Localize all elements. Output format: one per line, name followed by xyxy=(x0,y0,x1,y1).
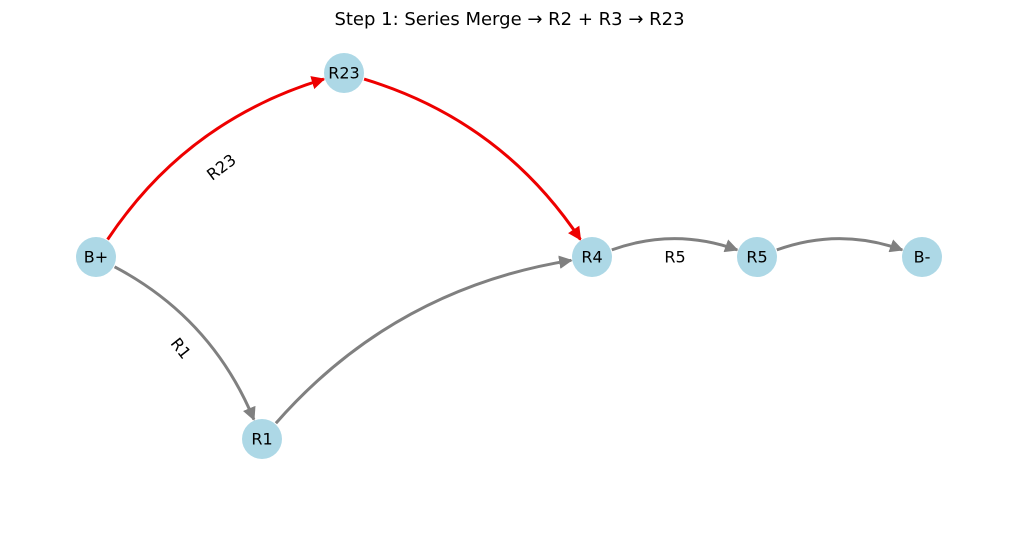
edge-bplus-to-r1 xyxy=(113,265,256,421)
node-bplus: B+ xyxy=(76,237,116,277)
edge-r5-to-bminus xyxy=(776,237,904,253)
edge-label-bplus-to-r23: R23 xyxy=(203,150,240,184)
node-circle-bplus xyxy=(76,237,116,277)
node-label-r23: R23 xyxy=(328,64,359,83)
edge-bplus-to-r23 xyxy=(106,76,326,241)
node-label-bplus: B+ xyxy=(84,248,108,267)
node-circle-r23 xyxy=(324,53,364,93)
node-circle-r5 xyxy=(737,237,777,277)
node-circle-bminus xyxy=(902,237,942,277)
diagram-title: Step 1: Series Merge → R2 + R3 → R23 xyxy=(334,9,684,30)
edge-label-bplus-to-r1: R1 xyxy=(167,334,195,362)
node-r4: R4 xyxy=(572,237,612,277)
node-r1: R1 xyxy=(242,419,282,459)
node-r5: R5 xyxy=(737,237,777,277)
node-circle-r4 xyxy=(572,237,612,277)
edge-r23-to-r4 xyxy=(363,77,582,241)
node-bminus: B- xyxy=(902,237,942,277)
edge-label-r4-to-r5: R5 xyxy=(664,248,685,267)
edge-r1-to-r4 xyxy=(274,255,573,425)
edges-layer xyxy=(106,76,904,425)
node-label-r5: R5 xyxy=(746,248,767,267)
node-label-bminus: B- xyxy=(914,248,931,267)
node-circle-r1 xyxy=(242,419,282,459)
node-r23: R23 xyxy=(324,53,364,93)
edge-r4-to-r5 xyxy=(611,237,739,253)
node-label-r4: R4 xyxy=(581,248,602,267)
node-label-r1: R1 xyxy=(251,430,272,449)
